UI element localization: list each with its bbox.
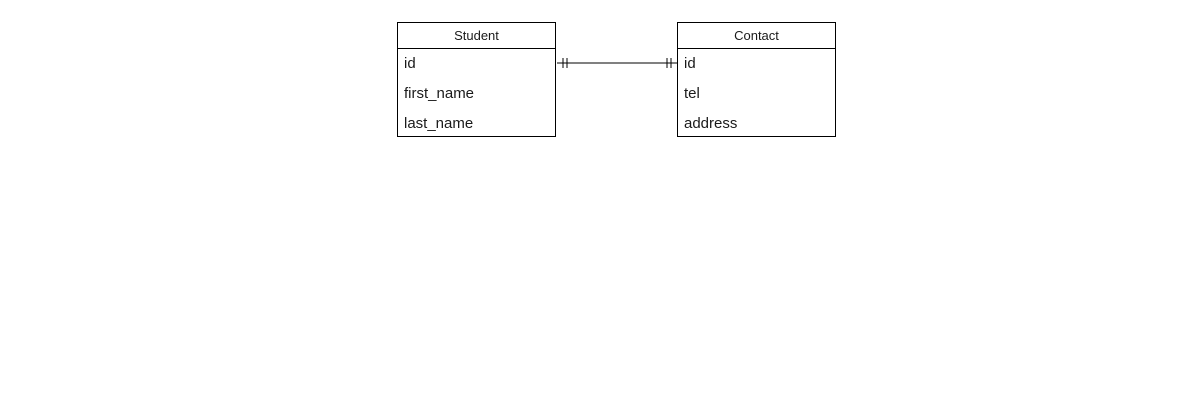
student-attribute-first-name[interactable]: first_name: [404, 85, 475, 102]
entity-contact-title[interactable]: Contact: [678, 23, 835, 49]
contact-attribute-address[interactable]: address: [684, 115, 738, 132]
contact-attribute-id[interactable]: id: [684, 55, 696, 72]
student-attribute-id[interactable]: id: [404, 55, 416, 72]
entity-student-title[interactable]: Student: [398, 23, 555, 49]
student-exactly-one-marker: [562, 58, 568, 68]
contact-attribute-tel[interactable]: tel: [684, 85, 700, 102]
entity-contact[interactable]: Contact id tel address: [677, 22, 836, 137]
student-attribute-last-name[interactable]: last_name: [404, 115, 474, 132]
entity-student[interactable]: Student id first_name last_name: [397, 22, 556, 137]
contact-exactly-one-marker: [666, 58, 672, 68]
